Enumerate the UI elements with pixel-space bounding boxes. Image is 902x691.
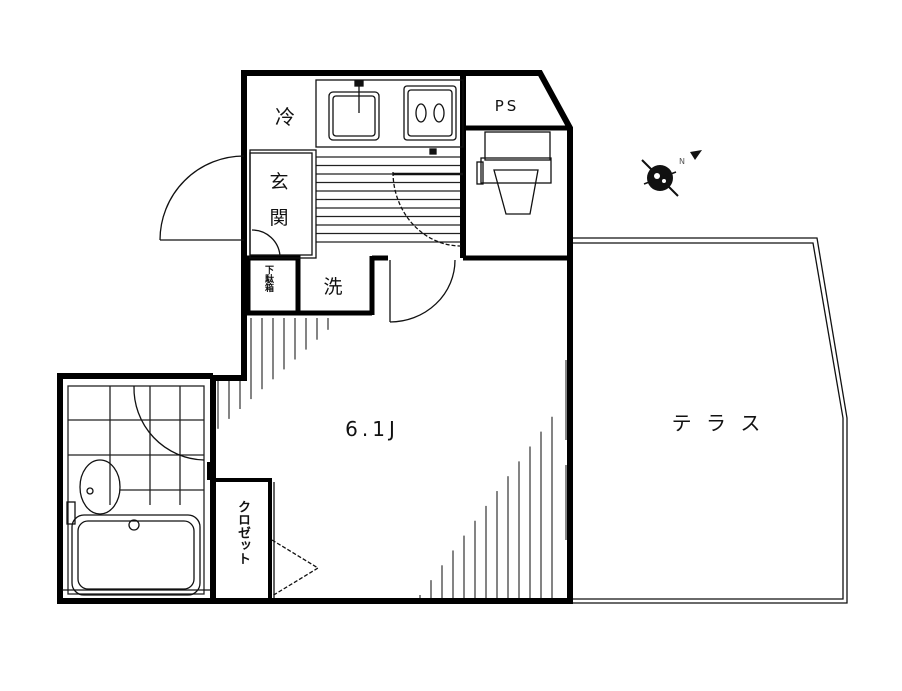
bath-floor-tiles: [67, 385, 205, 595]
kitchen-counter: [315, 79, 464, 148]
closet-label: クロゼット: [235, 500, 250, 565]
stove-icon: [403, 85, 457, 141]
genkan-floor: [249, 152, 313, 256]
entrance-door: [159, 155, 245, 241]
sink-icon: [328, 91, 380, 141]
pipe-space-label: PS: [495, 97, 520, 115]
terrace-outline: [573, 237, 848, 604]
washbasin-icon: [79, 459, 121, 515]
closet-door: [271, 539, 320, 597]
bathtub-icon: [71, 514, 201, 596]
shoe-box-label: 下駄箱: [263, 265, 273, 292]
compass-icon: N: [641, 150, 702, 197]
fridge-label: 冷: [275, 105, 295, 129]
toilet-icon: [476, 131, 552, 215]
walls: [57, 70, 573, 604]
svg-text:N: N: [679, 157, 685, 166]
terrace-label: テ ラ ス: [672, 411, 765, 435]
window-hatching: [217, 318, 553, 598]
entrance-label-1: 玄: [269, 171, 288, 193]
kitchen-floor-stripes: [316, 156, 463, 243]
fixtures: [62, 79, 848, 604]
room-door: [389, 259, 456, 323]
bath-door: [133, 385, 205, 461]
entrance-label-2: 関: [269, 207, 288, 229]
washer-label: 洗: [323, 276, 342, 298]
corridor-door: [392, 171, 462, 247]
main-room-label: 6.1J: [345, 417, 399, 441]
